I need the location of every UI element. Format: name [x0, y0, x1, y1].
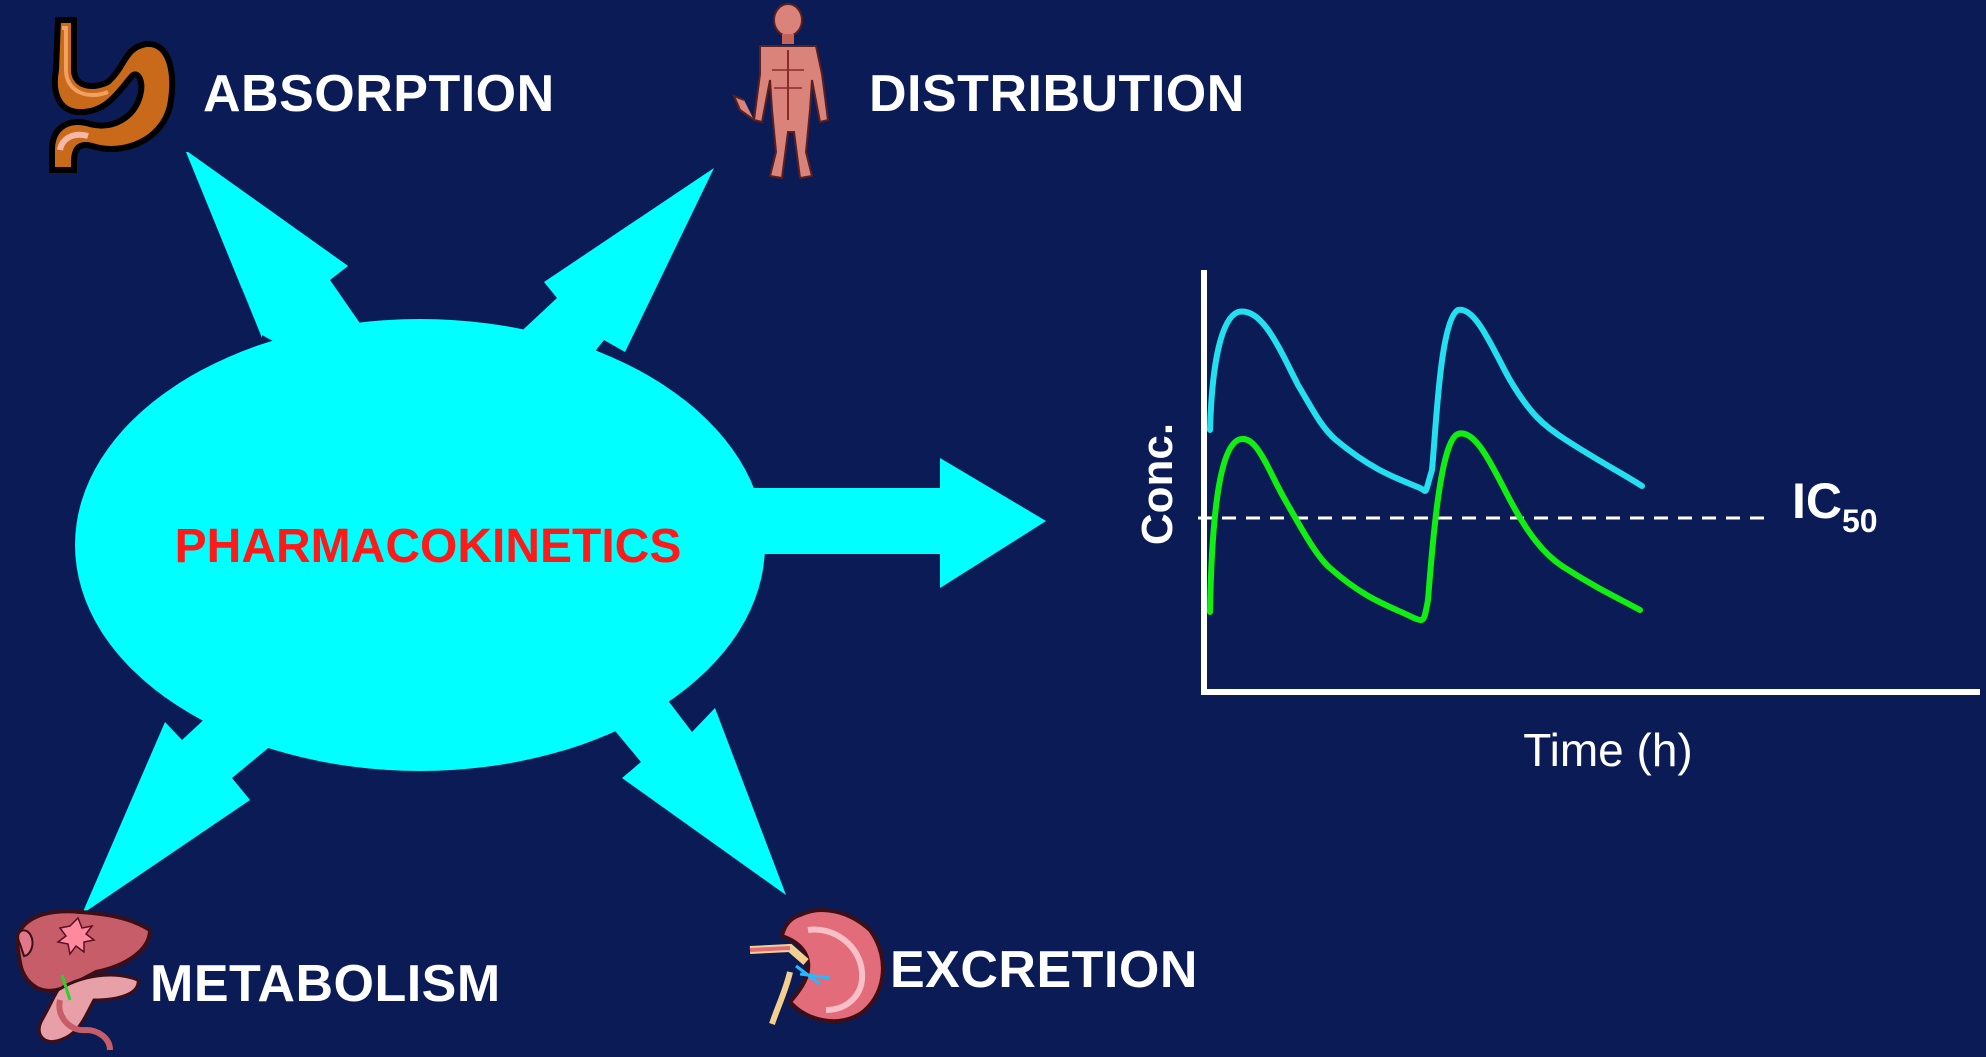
ic50-subscript: 50	[1842, 503, 1878, 539]
low-dose-curve	[1207, 430, 1643, 623]
stomach-icon	[49, 17, 176, 173]
human-body-icon	[732, 3, 830, 180]
ic50-label: IC50	[1792, 473, 1878, 539]
arrow-absorption-head	[188, 152, 374, 345]
high-dose-curve	[1207, 306, 1645, 494]
kidney-icon	[749, 908, 885, 1025]
liver-icon	[15, 909, 153, 1051]
arrow-metabolism	[82, 700, 290, 914]
ic50-main: IC	[1792, 473, 1842, 529]
pharmacokinetics-ellipse	[75, 319, 765, 771]
arrow-distribution	[512, 168, 714, 370]
concentration-graph: Conc. Time (h) IC50	[1133, 270, 1980, 776]
arrow-excretion	[606, 690, 786, 895]
absorption-label: ABSORPTION	[203, 65, 555, 123]
excretion-label: EXCRETION	[890, 941, 1198, 999]
x-axis-label: Time (h)	[1523, 724, 1693, 776]
distribution-label: DISTRIBUTION	[869, 65, 1245, 123]
arrow-to-graph	[740, 458, 1046, 588]
metabolism-label: METABOLISM	[150, 955, 501, 1013]
center-label: PHARMACOKINETICS	[175, 520, 682, 573]
y-axis-label: Conc.	[1133, 423, 1182, 545]
